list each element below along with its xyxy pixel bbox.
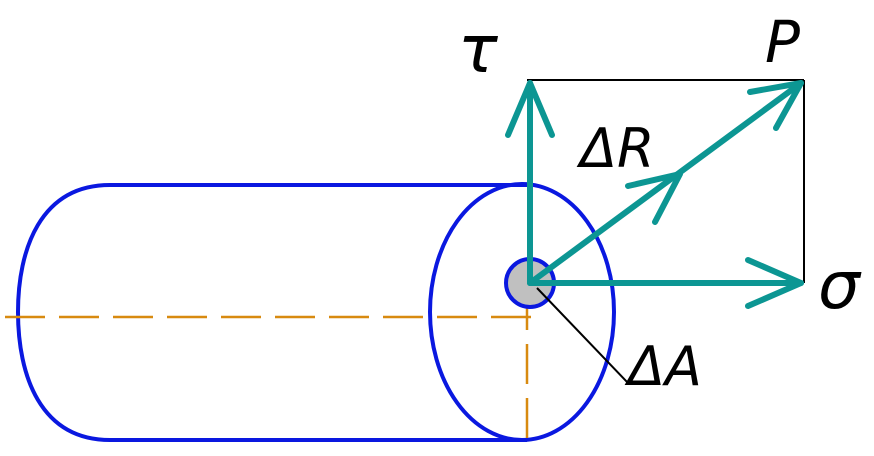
cylinder-outline (15, 183, 527, 442)
p-label: P (765, 8, 800, 76)
cylinder-end-face (428, 182, 616, 442)
vectors (505, 80, 804, 309)
sigma-label: σ (818, 247, 862, 324)
delta-a-leader-line (536, 287, 629, 384)
sigma-arrowhead (745, 257, 804, 309)
axis-lines (5, 290, 540, 452)
delta-a-label: ΔA (624, 335, 702, 398)
tau-label: τ (458, 11, 499, 88)
resultant-arrowhead-end (747, 80, 804, 131)
cylinder (15, 182, 616, 442)
delta-r-label: ΔR (576, 117, 654, 180)
tau-arrowhead (505, 80, 555, 138)
construction-rectangle (527, 79, 805, 283)
resultant-vector (527, 80, 804, 286)
resultant-arrowhead-mid (625, 171, 683, 225)
